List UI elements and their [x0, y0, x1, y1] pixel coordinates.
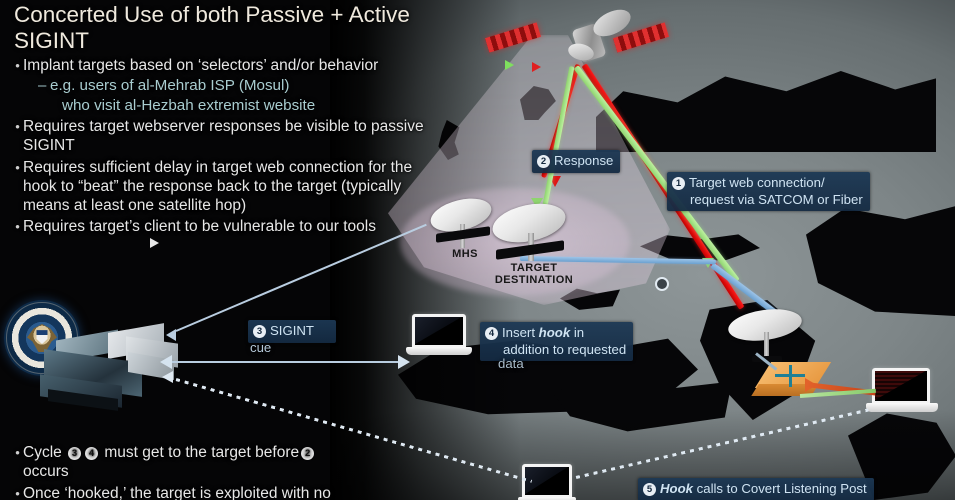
- bullet-list: • Implant targets based on ‘selectors’ a…: [12, 56, 437, 237]
- page-title: Concerted Use of both Passive + Active S…: [14, 2, 410, 54]
- laptop-covert-listening-post: [518, 464, 576, 500]
- bottom-note-suffix: occurs: [23, 463, 69, 481]
- router-arrow-v: [789, 365, 792, 387]
- callout-sigint-cue: 3 SIGINT: [248, 320, 336, 343]
- laptop-target-screen-graphic: [415, 317, 463, 345]
- callout-number-1: 1: [672, 177, 685, 190]
- link-nsa-arrowhead-right: [398, 355, 410, 369]
- dish-target-destination: [489, 197, 578, 269]
- bullet-marker: •: [15, 119, 20, 135]
- link-dotted-arrowhead: [162, 371, 173, 383]
- laptop-target-lid: [412, 314, 466, 348]
- dish-mhs: [427, 192, 506, 256]
- laptop-target-base: [406, 347, 472, 355]
- legend-red-arrow-icon: [532, 62, 541, 72]
- callout-insert-hook: 4 Insert hook in addition to requested: [480, 322, 634, 361]
- callout-number-3: 3: [253, 325, 266, 338]
- link-mhs-to-nsa-arrowhead: [166, 329, 176, 341]
- bullet-text: Requires target’s client to be vulnerabl…: [23, 218, 376, 236]
- callout-4-post: in: [573, 325, 585, 340]
- bullet-marker: •: [15, 219, 20, 235]
- callout-2-text: Response: [554, 153, 614, 168]
- network-node-icon: [655, 277, 669, 291]
- callout-1-line1: Target web connection/: [689, 175, 825, 190]
- callout-hook-calls-clp: 5 Hook calls to Covert Listening Post: [638, 478, 874, 500]
- laptop-target-screen: [415, 317, 463, 345]
- bullet-item: • Implant targets based on ‘selectors’ a…: [12, 56, 437, 75]
- laptop-exploited-lid: [872, 368, 930, 404]
- bullet-marker: •: [15, 159, 20, 175]
- bullet-marker: •: [15, 445, 20, 460]
- callout-5-emphasis: Hook: [660, 481, 693, 496]
- dish-remote-site: [726, 304, 812, 370]
- bullet-text: Implant targets based on ‘selectors’ and…: [23, 57, 379, 74]
- laptop-exploited-host: [866, 368, 938, 416]
- nsa-seal-shield-icon: [36, 330, 48, 345]
- callout-number-5: 5: [643, 483, 656, 496]
- beam-red-arrowhead: [549, 176, 561, 187]
- landmass-mediterranean-islands: [560, 288, 620, 310]
- bullet-text: Requires target webserver responses be v…: [23, 118, 424, 155]
- callout-5-post: calls to Covert Listening Post: [696, 481, 867, 496]
- dish-remote-base: [752, 356, 782, 362]
- callout-target-web-connection: 1 Target web connection/ request via SATC…: [667, 172, 870, 211]
- laptop-clp-lid: [522, 464, 572, 498]
- legend-green-arrow-icon: [505, 60, 514, 70]
- inline-step-2: 2: [301, 447, 315, 460]
- bottom-note-item: • Once ‘hooked,’ the target is exploited…: [12, 484, 432, 500]
- callout-number-4: 4: [485, 327, 498, 340]
- bullet-marker: •: [15, 486, 20, 500]
- sub-bullet-item: – e.g. users of al-Mehrab ISP (Mosul) wh…: [38, 76, 437, 115]
- sub-bullet-marker: –: [38, 77, 47, 95]
- bullet-item: • Requires target’s client to be vulnera…: [12, 217, 437, 236]
- sub-bullet-line1: e.g. users of al-Mehrab ISP (Mosul): [50, 77, 290, 95]
- bullet-text: Requires sufficient delay in target web …: [23, 158, 413, 215]
- dish-target-label-line1: TARGET: [510, 262, 558, 274]
- link-nsa-to-target-laptop: [172, 361, 404, 363]
- bottom-note-mid: must get to the target before: [104, 444, 300, 461]
- inline-step-4: 4: [85, 447, 99, 460]
- bullet-marker: •: [15, 58, 20, 73]
- callout-number-2: 2: [537, 155, 550, 168]
- callout-4-line2: addition to requested: [503, 341, 627, 357]
- link-nsa-arrowhead-left: [160, 355, 172, 369]
- laptop-exploited-screen-graphic: [875, 371, 927, 401]
- laptop-clp-screen-graphic: [525, 467, 569, 495]
- dish-target-label-line2: DESTINATION: [494, 274, 574, 286]
- bottom-note-prefix: Cycle: [23, 444, 62, 461]
- callout-1-line2: request via SATCOM or Fiber: [690, 191, 863, 207]
- bottom-note-text: Once ‘hooked,’ the target is exploited w…: [23, 485, 331, 500]
- callout-4-pre: Insert: [502, 325, 535, 340]
- dish-remote-mast: [764, 332, 769, 358]
- laptop-target-client: [406, 314, 472, 358]
- sub-bullet-text: e.g. users of al-Mehrab ISP (Mosul) who …: [50, 76, 315, 115]
- network-router: [751, 362, 832, 402]
- laptop-exploited-screen: [875, 371, 927, 401]
- dish-mhs-label: MHS: [452, 248, 478, 260]
- callout-3-text: SIGINT: [270, 323, 314, 338]
- laptop-clp-base: [518, 497, 576, 500]
- bullet-item: • Requires target webserver responses be…: [12, 117, 437, 155]
- laptop-clp-screen: [525, 467, 569, 495]
- callout-insert-hook-overflow: data: [498, 356, 524, 371]
- play-triangle-icon[interactable]: [150, 238, 159, 248]
- bullet-item: • Requires sufficient delay in target we…: [12, 158, 437, 216]
- callout-4-emphasis: hook: [538, 325, 571, 340]
- callout-sigint-cue-overflow: cue: [250, 340, 272, 355]
- inline-step-3: 3: [68, 447, 82, 460]
- sub-bullet-line2: who visit al-Hezbah extremist website: [62, 96, 316, 114]
- laptop-exploited-base: [866, 403, 938, 412]
- callout-response: 2 Response: [532, 150, 621, 173]
- satellite: [484, 4, 670, 84]
